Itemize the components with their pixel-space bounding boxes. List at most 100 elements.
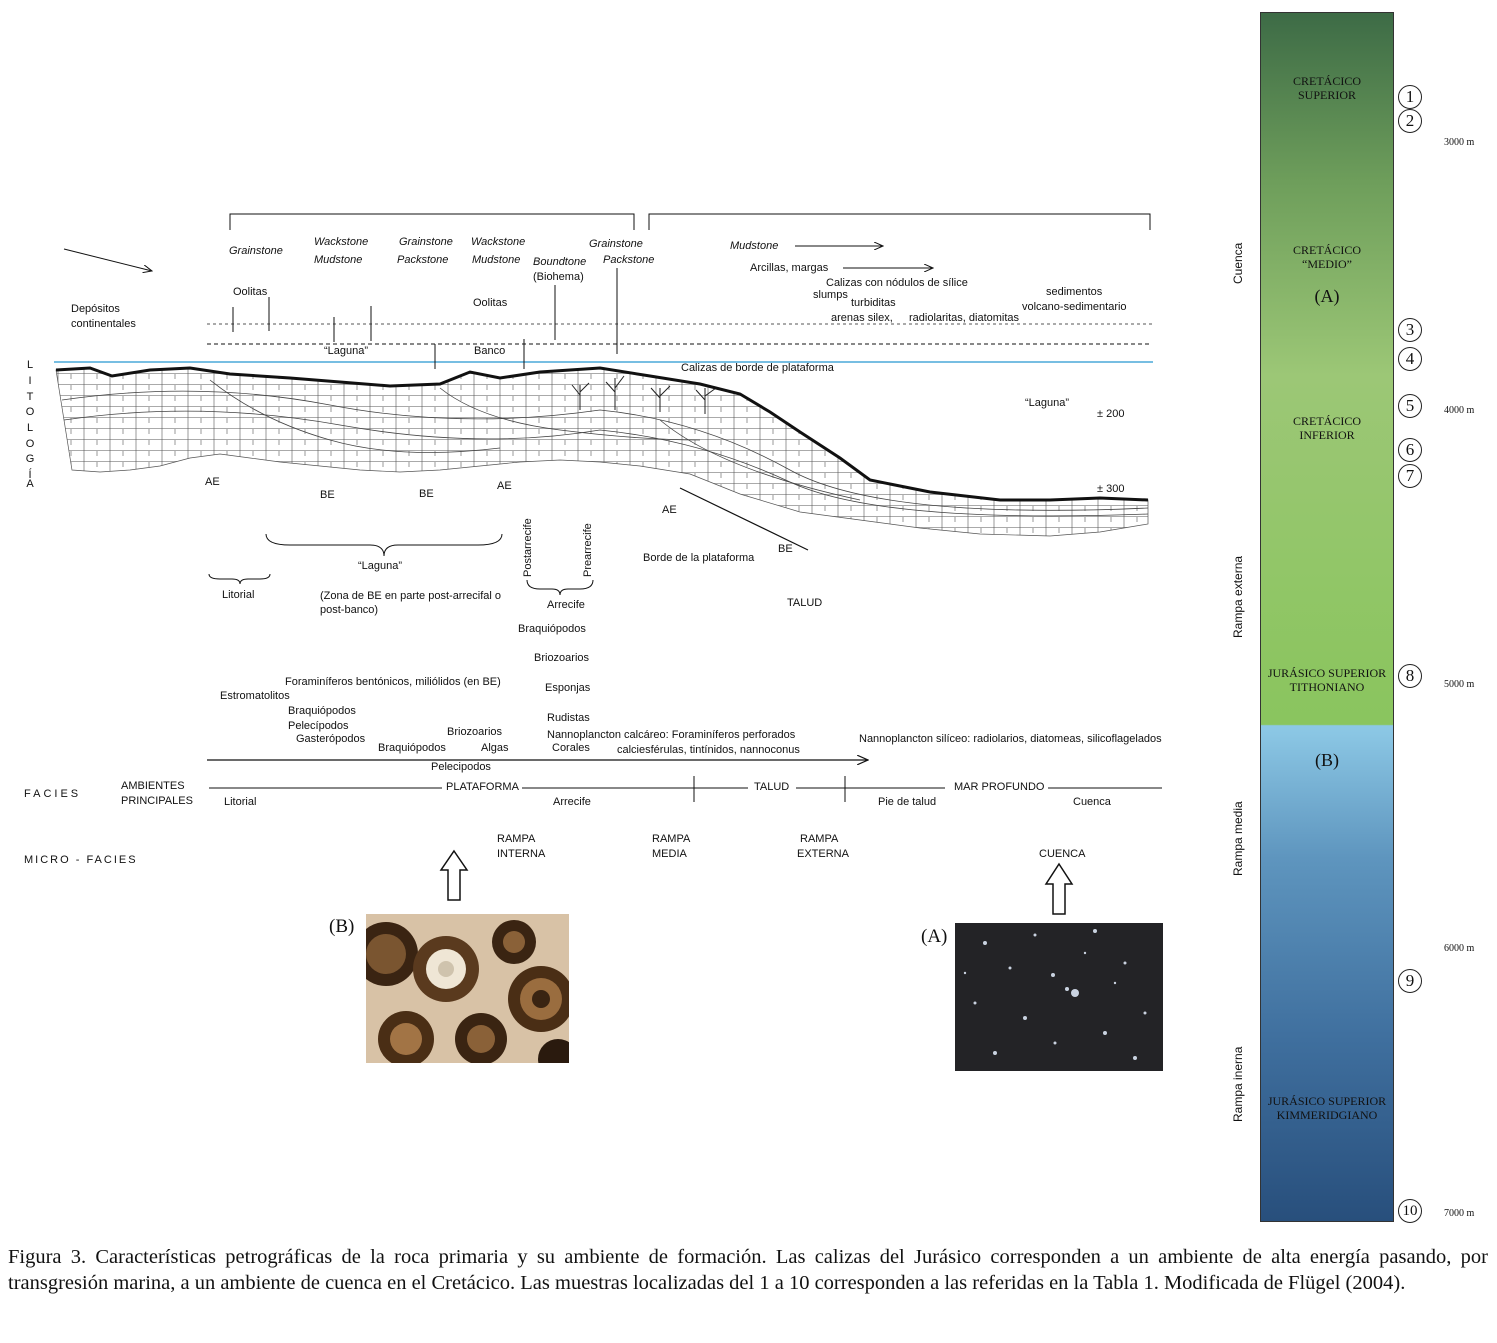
photo-label-b: (B) <box>329 916 355 937</box>
micro-rampa-externa-1: RAMPA <box>800 833 839 845</box>
label-depositos-1: Depósitos <box>71 303 120 315</box>
label-zona-2: post-banco) <box>320 604 379 616</box>
org-rudistas: Rudistas <box>547 712 590 724</box>
label-litorial-bracket: Litorial <box>222 589 255 601</box>
micro-rampa-interna-1: RAMPA <box>497 833 536 845</box>
arrow-up-b <box>439 849 469 901</box>
label-turbiditas: turbiditas <box>851 297 896 309</box>
litologia-letter: L <box>26 422 34 434</box>
unit-subname: “MEDIO” <box>1302 257 1352 271</box>
micro-rampa-media-2: MEDIA <box>652 848 687 860</box>
label-ae-2: AE <box>497 480 512 492</box>
sample-marker-8: 8 <box>1398 664 1422 688</box>
org-esponjas: Esponjas <box>545 682 591 694</box>
litologia-letter: O <box>25 406 35 418</box>
org-braquiopodos-3: Braquiópodos <box>378 742 446 754</box>
texture-ticks <box>232 268 618 369</box>
facies-label: FACIES <box>24 788 82 800</box>
org-braquiopodos-1: Braquiópodos <box>518 623 586 635</box>
sample-marker-7: 7 <box>1398 464 1422 488</box>
unit-kimmeridgiano: JURÁSICO SUPERIOR KIMMERIDGIANO <box>1260 1094 1394 1122</box>
facies-cuenca: Cuenca <box>1073 796 1111 808</box>
label-arcillas: Arcillas, margas <box>750 262 829 274</box>
micro-rampa-media-1: RAMPA <box>652 833 691 845</box>
lithology-body <box>55 367 1149 537</box>
label-talud-diagram: TALUD <box>787 597 823 609</box>
facies-plataforma: PLATAFORMA <box>446 781 519 793</box>
texture-wackstone-2: Wackstone <box>471 236 526 248</box>
label-be-3: BE <box>778 543 793 555</box>
org-estromatolitos: Estromatolitos <box>220 690 290 702</box>
unit-cretacico-medio: CRETÁCICO “MEDIO” <box>1260 243 1394 271</box>
label-oolitas-1: Oolitas <box>233 286 268 298</box>
label-ae-3: AE <box>662 504 677 516</box>
unit-subname: KIMMERIDGIANO <box>1276 1108 1378 1122</box>
column-label-b: (B) <box>1315 750 1339 770</box>
label-radiolaritas: radiolaritas, diatomitas <box>909 312 1020 324</box>
unit-name: JURÁSICO SUPERIOR <box>1267 1094 1387 1108</box>
label-be-1: BE <box>320 489 335 501</box>
photomicrograph-b <box>366 914 569 1063</box>
facies-talud: TALUD <box>754 781 790 793</box>
facies-mar-profundo: MAR PROFUNDO <box>954 781 1045 793</box>
unit-cretacico-superior: CRETÁCICO SUPERIOR <box>1260 74 1394 102</box>
label-sedimentos-1: sedimentos <box>1046 286 1103 298</box>
unit-subname: SUPERIOR <box>1297 88 1356 102</box>
facies-ambientes-2: PRINCIPALES <box>121 795 193 807</box>
label-postarrecife: Postarrecife <box>522 518 534 577</box>
label-depth-300: ± 300 <box>1097 483 1125 495</box>
photo-label-a: (A) <box>921 926 948 947</box>
unit-tithoniano: JURÁSICO SUPERIOR TITHONIANO <box>1260 666 1394 694</box>
depth-6000: 6000 m <box>1444 943 1475 954</box>
litologia-letter: I <box>28 375 32 387</box>
platform-surface <box>55 366 1149 502</box>
texture-boundstone: Boundtone <box>533 256 587 268</box>
label-zona-1: (Zona de BE en parte post-arrecifal o <box>320 590 501 602</box>
reef-structures <box>571 375 717 414</box>
litologia-letter: Í <box>28 469 32 481</box>
texture-mudstone-3: Mudstone <box>730 240 779 252</box>
unit-name: CRETÁCICO <box>1292 74 1361 88</box>
unit-cretacico-inferior: CRETÁCICO INFERIOR <box>1260 414 1394 442</box>
sample-marker-9: 9 <box>1398 969 1422 993</box>
org-braquiopodos-2: Braquiópodos <box>288 705 356 717</box>
arrow-continental <box>63 248 152 271</box>
litologia-letter: O <box>25 438 35 450</box>
side-label-rampa-media: Rampa media <box>1231 801 1245 876</box>
label-ae-1: AE <box>205 476 220 488</box>
micro-rampa-interna-2: INTERNA <box>497 848 546 860</box>
org-pelecipodos-1: Pelecípodos <box>288 720 349 732</box>
bracket-arrecife <box>526 579 594 596</box>
sample-marker-6: 6 <box>1398 438 1422 462</box>
texture-biohema: (Biohema) <box>533 271 584 283</box>
sample-marker-3: 3 <box>1398 318 1422 342</box>
texture-wackstone-1: Wackstone <box>314 236 369 248</box>
texture-grainstone-1: Grainstone <box>229 245 283 257</box>
stratigraphic-column <box>1260 12 1394 1222</box>
unit-name: CRETÁCICO <box>1292 414 1361 428</box>
micro-rampa-externa-2: EXTERNA <box>797 848 849 860</box>
org-algas: Algas <box>481 742 509 754</box>
org-nanno-calc: Nannoplancton calcáreo: Foraminíferos pe… <box>547 729 796 741</box>
unit-name: JURÁSICO SUPERIOR <box>1267 666 1387 680</box>
sample-marker-2: 2 <box>1398 109 1422 133</box>
litologia-letter: T <box>26 391 34 403</box>
bracket-basin <box>648 213 1151 230</box>
label-laguna-right: “Laguna” <box>1025 397 1070 409</box>
org-corales: Corales <box>552 742 590 754</box>
texture-grainstone-2: Grainstone <box>399 236 453 248</box>
org-calciesferulas: calciesférulas, tintínidos, nannoconus <box>617 744 800 756</box>
facies-baseline <box>209 776 1162 802</box>
org-gasteropodos: Gasterópodos <box>296 733 366 745</box>
label-banco: Banco <box>474 345 506 357</box>
label-depth-200: ± 200 <box>1097 408 1125 420</box>
texture-mudstone-2: Mudstone <box>472 254 521 266</box>
photomicrograph-a <box>955 923 1163 1071</box>
unit-subname: INFERIOR <box>1299 428 1355 442</box>
depth-4000: 4000 m <box>1444 405 1475 416</box>
bracket-litorial <box>208 573 271 585</box>
label-arenas-silex: arenas silex, <box>831 312 893 324</box>
litologia-letter: L <box>26 359 34 371</box>
depth-7000: 7000 m <box>1444 1208 1475 1219</box>
